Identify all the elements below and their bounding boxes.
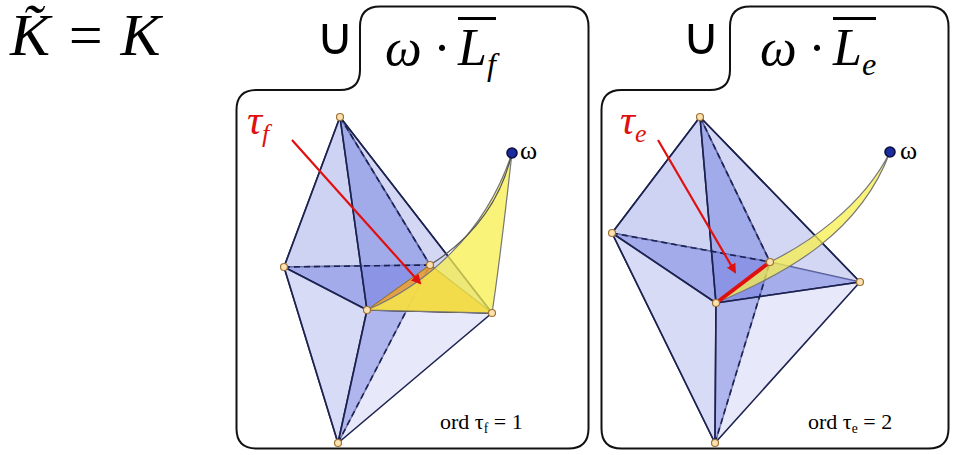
text: e (852, 421, 858, 436)
tabbed-region: ω ·Leτeωord τe= 2 (600, 5, 950, 450)
text: τ (620, 97, 635, 143)
text: L (833, 19, 862, 76)
simplex-label: τf (247, 97, 269, 148)
union-symbol: ∪ (316, 8, 354, 65)
tabbed-region: ω ·Lfτfωord τf= 1 (235, 5, 590, 450)
text: ω · (760, 19, 823, 76)
text: ω · (385, 19, 448, 76)
order-note: ord τe = 2 (808, 410, 892, 436)
text: e (635, 119, 647, 148)
overline: Le (833, 17, 876, 80)
formula-lhs: K̃ = K (10, 2, 161, 68)
octahedron-right (609, 114, 896, 447)
outline-path (602, 7, 949, 449)
overline: Lf (458, 17, 496, 80)
text: τ (247, 97, 262, 143)
outline-path (237, 7, 589, 449)
text: ω (520, 136, 537, 165)
formula-term: ω ·Le (760, 17, 876, 80)
union-symbol: ∪ (682, 8, 720, 65)
text: ord τ (808, 409, 852, 434)
text: ord τ (440, 409, 484, 434)
text: = 1 (494, 409, 523, 434)
cone-point-label: ω (520, 137, 537, 166)
text: e (862, 46, 876, 82)
text: L (458, 19, 487, 76)
octahedron-left (281, 114, 518, 447)
cone-point-label: ω (900, 137, 917, 166)
order-note: ord τf = 1 (440, 410, 523, 436)
leader-line (658, 140, 735, 272)
simplex-label: τe (620, 97, 647, 148)
text: f (262, 119, 269, 148)
text: f (487, 46, 496, 82)
text: f (484, 421, 489, 436)
formula-term: ω ·Lf (385, 17, 496, 80)
text: = 2 (863, 409, 892, 434)
leader-line (292, 140, 420, 283)
text: ω (900, 136, 917, 165)
